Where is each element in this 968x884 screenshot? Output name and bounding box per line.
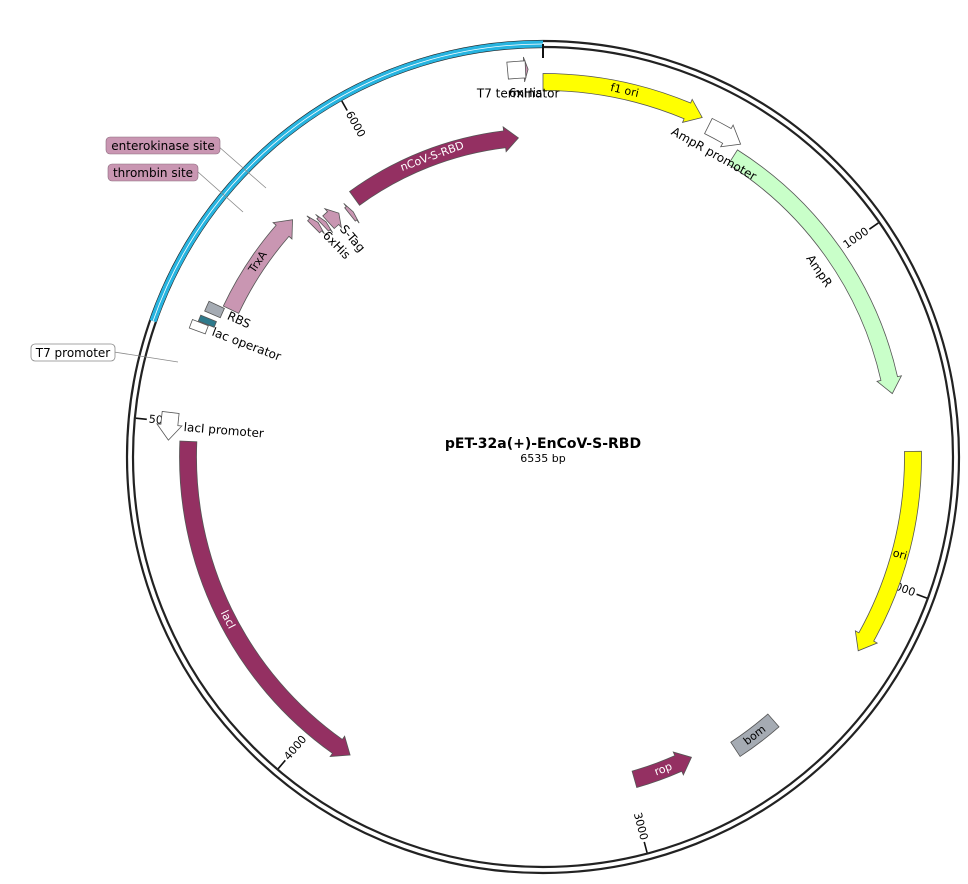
callout-text: thrombin site — [113, 166, 193, 180]
features — [156, 56, 922, 788]
tick-label-4000: 4000 — [281, 733, 309, 763]
tick-label-3000: 3000 — [631, 811, 651, 841]
feature-label-laci-promoter: lacI promoter — [183, 420, 264, 441]
callout-text: enterokinase site — [111, 139, 214, 153]
callout-box — [105, 136, 221, 155]
feature-laci-promoter-7 — [156, 411, 183, 441]
tick-label-1000: 1000 — [841, 225, 871, 252]
feature-shape — [315, 214, 334, 233]
feature-label-t7-terminator: T7 terminator — [476, 86, 560, 100]
feature-shape — [204, 300, 225, 319]
feature-shape — [197, 314, 217, 328]
feature-s-tag-14 — [322, 207, 343, 230]
feature-label-rbs: RBS — [225, 309, 253, 332]
feature-ori-3 — [854, 450, 922, 652]
feature-t7-promoter-9 — [197, 314, 217, 328]
highlighted-insert-arc-lines — [152, 43, 544, 322]
feature-lac-operator-8 — [188, 319, 209, 335]
feature-trxa-11 — [222, 219, 293, 314]
feature-t7-terminator-18 — [506, 60, 527, 80]
tick-mark-4000 — [277, 759, 286, 770]
feature-enterokinase-site-15 — [343, 203, 360, 224]
callout-line — [113, 351, 179, 363]
feature-shape — [222, 219, 293, 314]
tick-mark-6000 — [341, 100, 348, 111]
callout-text: T7 promoter — [35, 346, 111, 360]
feature-bom-4 — [730, 713, 780, 757]
feature-shape — [179, 440, 351, 758]
callout-t7-promoter: T7 promoter — [30, 343, 179, 363]
feature-shape — [188, 319, 209, 335]
callout-line — [217, 145, 267, 189]
tick-label-6000: 6000 — [343, 109, 368, 140]
feature-shape — [506, 60, 527, 80]
feature-shape — [322, 207, 343, 230]
feature-shape — [704, 117, 742, 148]
feature-shape — [631, 751, 693, 788]
tick-mark-2000 — [916, 593, 928, 599]
feature-shape — [343, 203, 360, 224]
callout-thrombin-site: thrombin site — [107, 163, 244, 213]
feature-rop-5 — [631, 751, 693, 788]
backbone — [125, 39, 961, 875]
feature-shape — [348, 126, 520, 206]
feature-shape — [156, 411, 183, 441]
feature-label-rop: rop — [653, 760, 674, 779]
feature-shape — [727, 149, 903, 395]
feature-rbs-10 — [204, 300, 225, 319]
feature-ncov-s-rbd-16 — [348, 126, 520, 206]
feature-shape — [730, 713, 780, 757]
tick-mark-5000 — [135, 417, 147, 421]
feature-shape — [854, 450, 922, 652]
plasmid-name: pET-32a(+)-EnCoV-S-RBD — [445, 436, 641, 452]
callout-box — [30, 343, 116, 362]
feature-thrombin-site-13 — [315, 214, 334, 233]
feature-shape — [306, 215, 325, 235]
feature-laci-6 — [179, 440, 351, 758]
callout-box — [107, 163, 199, 182]
plasmid-length: 6535 bp — [520, 452, 565, 465]
feature-f1-ori-0 — [542, 73, 703, 124]
feature-label-6xhis: 6xHis — [509, 86, 542, 100]
feature-ampr-promoter-1 — [704, 117, 742, 148]
feature-shape — [542, 73, 703, 124]
callout-line — [197, 171, 244, 213]
callout-enterokinase-site: enterokinase site — [105, 136, 267, 189]
feature-label-ori: ori — [891, 546, 908, 562]
feature-ampr-2 — [727, 149, 903, 395]
tick-mark-1000 — [868, 222, 879, 230]
tick-mark-3000 — [643, 841, 648, 853]
feature-label-f1-ori: f1 ori — [609, 81, 640, 100]
feature-6xhis-12 — [306, 215, 325, 235]
